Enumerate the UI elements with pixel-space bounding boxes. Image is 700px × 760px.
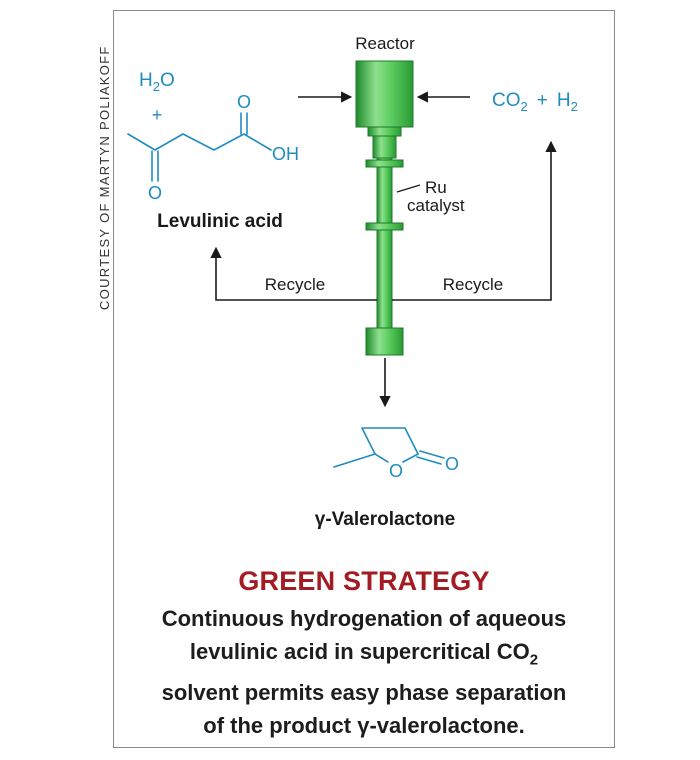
water-formula: H2O [139,70,175,94]
reactor-tube [376,157,393,329]
catalyst-label-ru: Ru [425,178,447,197]
caption-line-2-subscript: 2 [529,651,539,669]
gas-formula: CO2+H2 [492,90,578,114]
svg-text:CO2+H2: CO2+H2 [492,90,578,114]
levulinic-acid-structure [127,112,272,182]
catalyst-leader-line [396,184,421,193]
caption-title: GREEN STRATEGY [238,566,490,596]
recycle-line-left [210,246,377,301]
product-name: γ-Valerolactone [315,509,455,530]
reactor-head [355,60,414,128]
caption-line-2: levulinic acid in supercritical CO2 [113,635,615,676]
valerolactone-structure [333,427,445,468]
ketone-oxygen: O [148,183,162,203]
lactone-carbonyl-oxygen: O [445,454,459,474]
reactor-collar-2 [372,135,397,159]
recycle-label-right: Recycle [443,275,503,294]
caption-line-1: Continuous hydrogenation of aqueous [161,606,567,631]
plus-sign: + [152,105,163,125]
catalyst-label-catalyst: catalyst [407,196,465,215]
recycle-line-right [392,140,557,301]
caption-line-2-text: levulinic acid in supercritical CO [189,639,530,664]
acid-carbonyl-oxygen: O [237,92,251,112]
caption-line-4: of the product γ-valerolactone. [203,713,525,739]
reactor-collar-1 [367,126,402,137]
reactor-flange-2 [365,222,404,231]
reactor-column [355,60,414,356]
figure-frame [113,10,615,748]
caption-body: Continuous hydrogenation of aqueous levu… [113,602,615,742]
ring-oxygen: O [389,461,403,481]
svg-text:H2O: H2O [139,70,175,94]
reactor-flange-1 [365,159,404,168]
recycle-label-left: Recycle [265,275,325,294]
reactor-base [365,327,404,356]
caption-line-3: solvent permits easy phase separation [161,680,567,706]
reactor-label: Reactor [355,34,415,53]
caption: GREEN STRATEGY Continuous hydrogenation … [113,562,615,742]
acid-hydroxyl: OH [272,144,299,164]
reactant-name: Levulinic acid [157,211,283,232]
